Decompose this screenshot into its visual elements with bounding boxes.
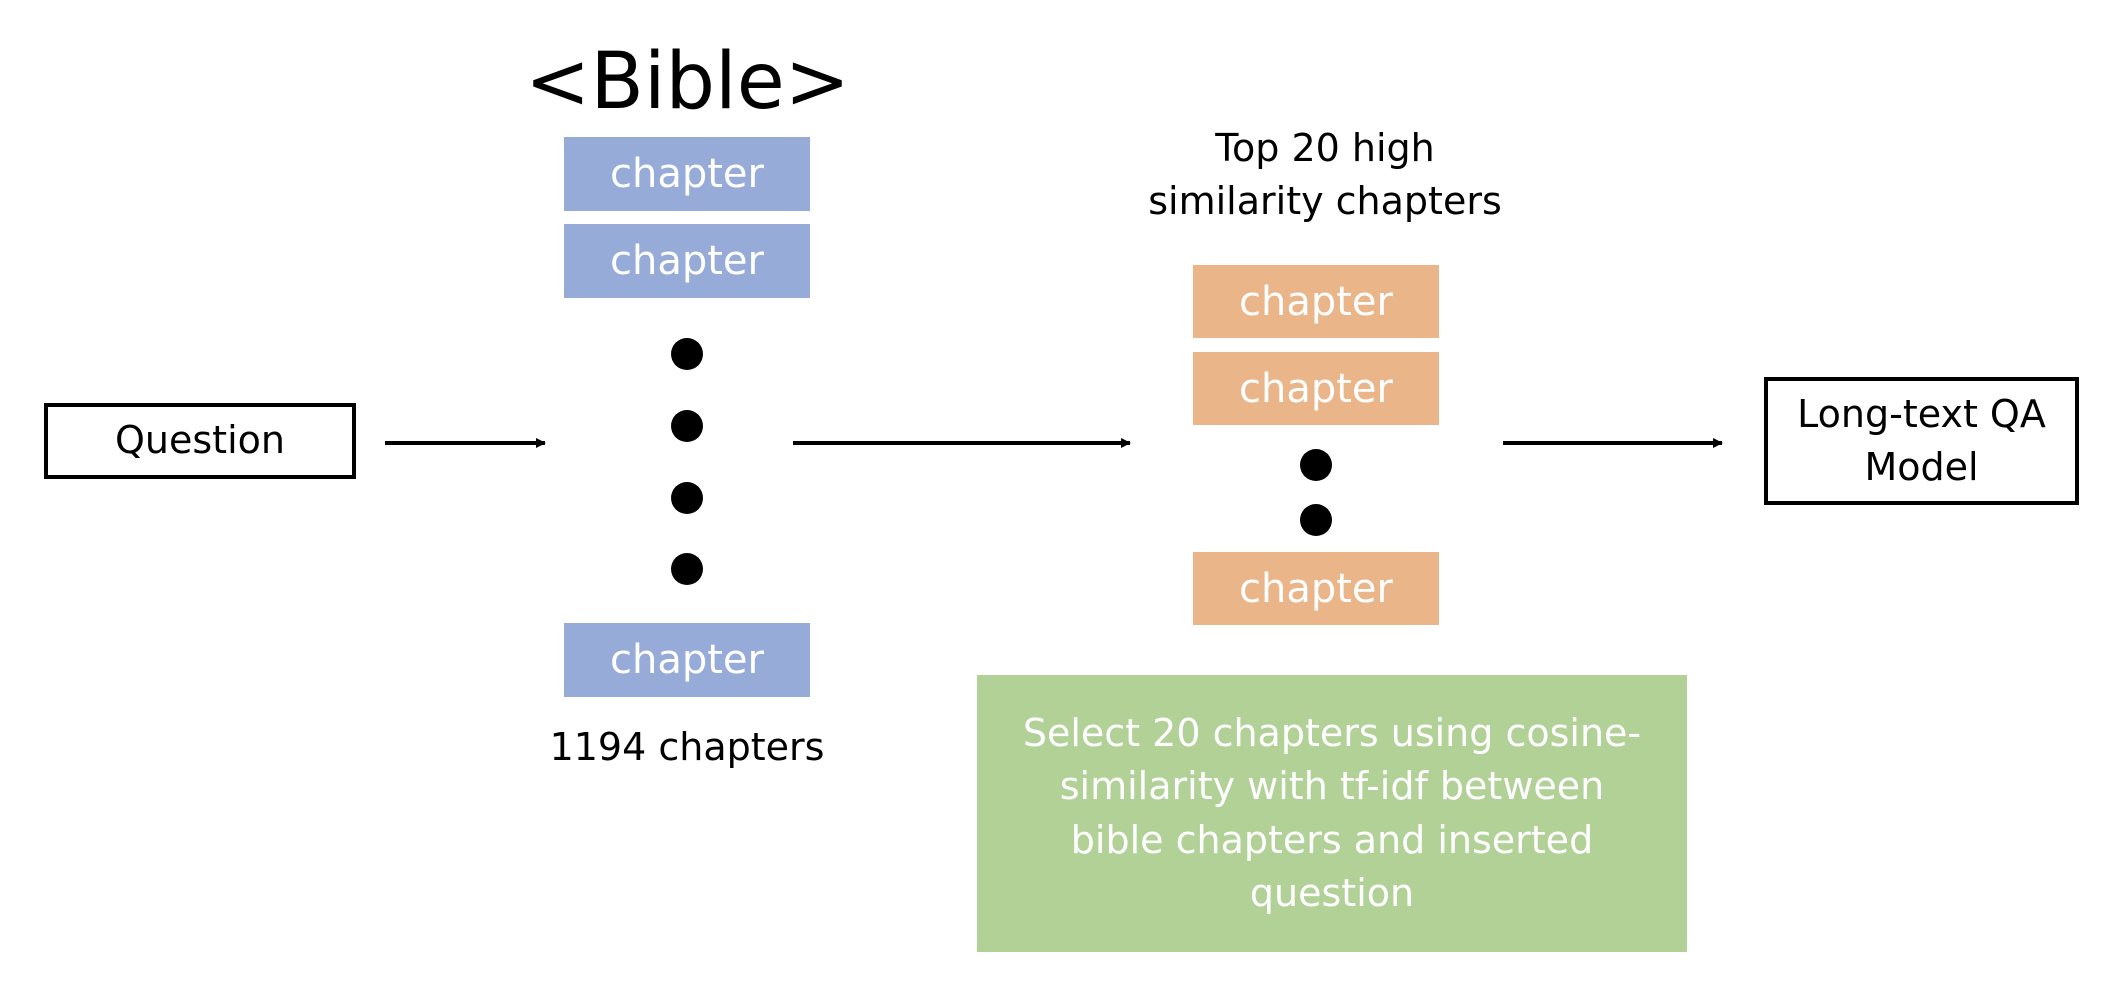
question-label: Question: [115, 418, 285, 463]
bible-chapter-last: chapter: [564, 623, 810, 697]
top-title-line-2: similarity chapters: [1148, 179, 1502, 223]
top-chapter-2: chapter: [1193, 352, 1439, 425]
ellipsis-dot: [1300, 449, 1332, 481]
top-title-line-1: Top 20 high: [1215, 125, 1435, 170]
question-box: Question: [44, 403, 356, 479]
model-label-line-2: Model: [1864, 445, 1979, 489]
bible-title: <Bible>: [524, 37, 851, 127]
top-chapter-1: chapter: [1193, 265, 1439, 338]
ellipsis-dot: [671, 482, 703, 514]
selection-note: Select 20 chapters using cosine-similari…: [977, 675, 1687, 952]
ellipsis-dot: [671, 338, 703, 370]
ellipsis-dot: [671, 553, 703, 585]
model-box: Long-text QA Model: [1764, 377, 2079, 505]
bible-chapter-count: 1194 chapters: [549, 725, 825, 770]
ellipsis-dot: [1300, 504, 1332, 536]
ellipsis-dot: [671, 410, 703, 442]
bible-chapter-2: chapter: [564, 224, 810, 298]
model-label-line-1: Long-text QA: [1797, 391, 2046, 436]
bible-chapter-1: chapter: [564, 137, 810, 211]
selection-note-text: Select 20 chapters using cosine-similari…: [1022, 711, 1642, 915]
top-title: Top 20 high similarity chapters: [1130, 120, 1520, 230]
top-chapter-last: chapter: [1193, 552, 1439, 625]
